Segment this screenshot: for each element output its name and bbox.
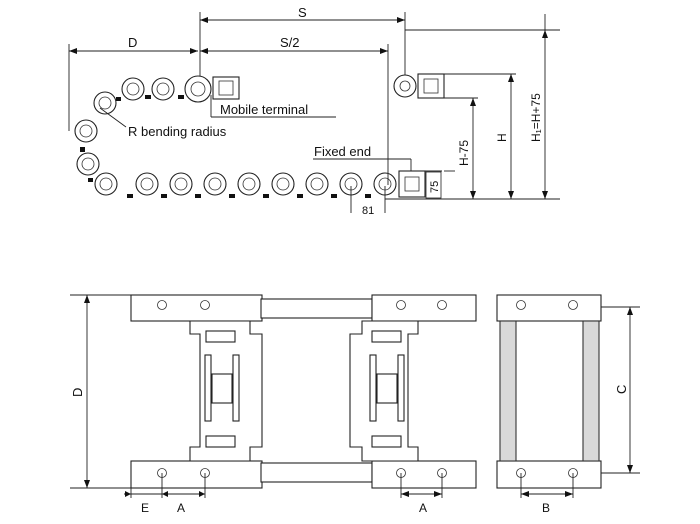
dim-S2: S/2 <box>200 35 389 185</box>
fixed-end-piece <box>393 73 445 99</box>
dim-S2-label: S/2 <box>280 35 300 50</box>
dim-S-label: S <box>298 5 307 20</box>
dim-B: B <box>520 473 574 515</box>
callout-mobile-terminal: Mobile terminal <box>210 95 336 118</box>
dim-D-top: D <box>70 294 131 489</box>
dim-A-left-label: A <box>177 501 185 515</box>
dim-A-right: A <box>400 473 443 515</box>
callout-bending-radius: R bending radius <box>99 107 227 139</box>
bottom-side-plates <box>130 460 477 489</box>
dim-H: H <box>495 74 514 199</box>
dim-81-label: 81 <box>362 205 374 217</box>
left-crossbar <box>189 320 263 462</box>
label-fixed-end: Fixed end <box>314 144 371 159</box>
top-view: D E A A <box>70 294 477 515</box>
bend-chain-links <box>74 91 121 196</box>
dim-H75-label: H-75 <box>457 140 471 166</box>
label-bending-radius: R bending radius <box>128 124 227 139</box>
dim-H-label: H <box>495 133 509 142</box>
cross-section-view: C B <box>496 294 640 515</box>
dim-H75: H-75 <box>457 98 476 199</box>
dim-S: S <box>199 5 406 76</box>
dim-H1: H₁=H+75 <box>529 14 548 199</box>
dim-E-A-left: E A <box>124 473 206 515</box>
dim-75: 75 <box>425 170 442 199</box>
dim-B-label: B <box>542 501 550 515</box>
dim-D-side: D <box>68 35 198 131</box>
dim-A-right-label: A <box>419 501 427 515</box>
lower-chain-links <box>127 170 426 198</box>
callout-fixed-end: Fixed end <box>313 144 412 171</box>
right-crossbar <box>349 320 419 462</box>
dim-H1-label: H₁=H+75 <box>529 93 543 142</box>
top-side-plates <box>130 294 477 322</box>
dim-81: 81 <box>350 186 386 217</box>
dim-C-label: C <box>614 385 629 394</box>
side-view: S S/2 D H-75 H <box>68 5 560 217</box>
dim-D-top-label: D <box>70 388 85 397</box>
dim-C: C <box>601 306 640 474</box>
dim-75-label: 75 <box>429 181 441 193</box>
upper-chain-links <box>121 75 240 103</box>
label-mobile-terminal: Mobile terminal <box>220 102 308 117</box>
dim-D-side-label: D <box>128 35 137 50</box>
dim-E-label: E <box>141 501 149 515</box>
